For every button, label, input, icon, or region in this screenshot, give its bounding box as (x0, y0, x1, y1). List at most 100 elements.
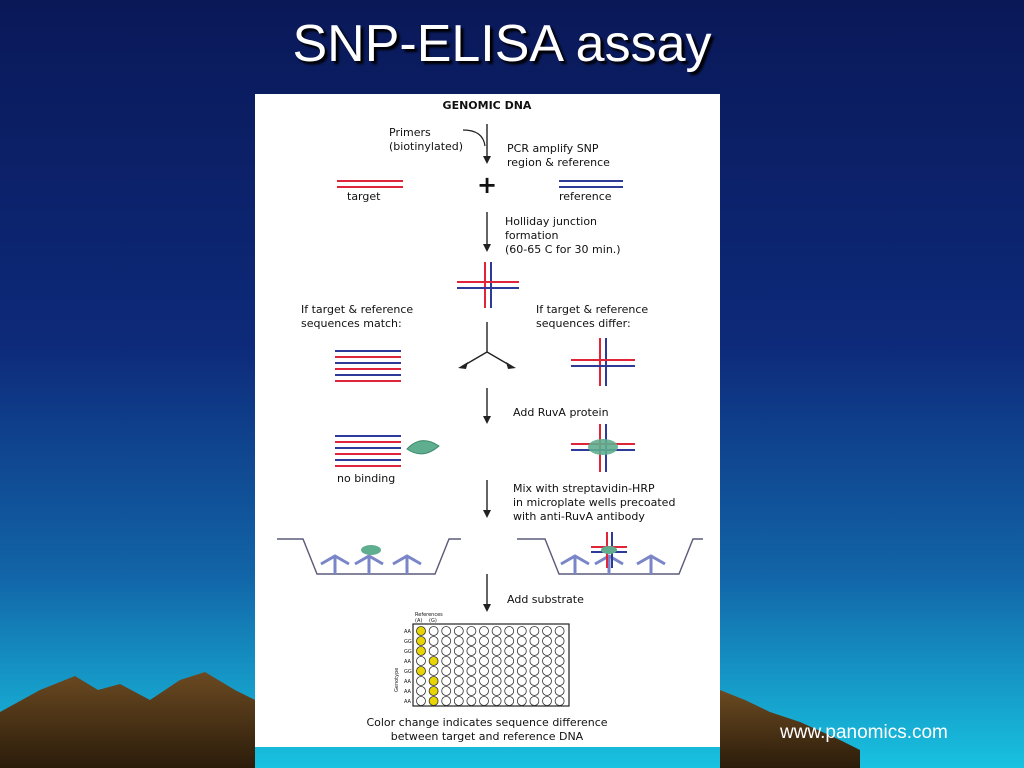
matched-duplex-no-binding (335, 435, 401, 467)
substrate-step-text: Add substrate (507, 593, 584, 606)
plate-well (516, 696, 527, 706)
differ-text-sub: sequences differ: (536, 317, 631, 330)
plate-well (416, 686, 426, 696)
plate-well (453, 626, 464, 636)
plate-well (504, 686, 515, 696)
plate-well (479, 626, 489, 636)
plate-well (529, 666, 540, 676)
plate-well (491, 696, 502, 706)
plate-row-label: AA (404, 679, 412, 685)
match-text-sub: sequences match: (301, 317, 402, 330)
plate-well (479, 656, 489, 666)
plate-well (416, 666, 426, 676)
plate-well (441, 666, 452, 676)
plate-well (453, 656, 464, 666)
slide-title: SNP-ELISA assay (292, 15, 712, 73)
plate-well (441, 626, 452, 636)
plate-well (554, 636, 565, 646)
plate-well (516, 626, 527, 636)
plate-header: References (415, 612, 443, 618)
differ-text: If target & reference (536, 303, 648, 316)
mismatched-junction (571, 338, 635, 386)
plate-well (491, 646, 502, 656)
plate-row-label: GG (404, 669, 412, 675)
plate-well (542, 666, 552, 676)
plate-well (441, 696, 452, 706)
plus-symbol: + (477, 171, 497, 199)
plate-well (516, 636, 527, 646)
plate-well (516, 676, 527, 686)
plate-well (516, 656, 527, 666)
plate-well (491, 656, 502, 666)
plate-well (491, 666, 502, 676)
plate-well (542, 646, 552, 656)
plate-well (529, 626, 540, 636)
plate-well (428, 676, 439, 686)
plate-well (504, 666, 515, 676)
plate-well (479, 636, 489, 646)
pcr-step-text-sub: region & reference (507, 156, 610, 169)
plate-well (504, 636, 515, 646)
holliday-step-text-3: (60-65 C for 30 min.) (505, 243, 621, 256)
plate-well (466, 696, 477, 706)
holliday-step-text-2: formation (505, 229, 558, 242)
plate-well (479, 666, 489, 676)
plate-well (491, 636, 502, 646)
plate-row-label: AA (404, 659, 412, 665)
plate-well (479, 686, 489, 696)
plate-well (428, 646, 439, 656)
plate-well (453, 686, 464, 696)
plate-well (554, 696, 565, 706)
plate-well (416, 656, 426, 666)
plate-well (554, 676, 565, 686)
plate-well (453, 696, 464, 706)
plate-well (428, 626, 439, 636)
plate-col-label-a: (A) (415, 618, 422, 624)
plate-well (466, 686, 477, 696)
pcr-step-text: PCR amplify SNP (507, 142, 599, 155)
plate-well (504, 656, 515, 666)
diagram-heading: GENOMIC DNA (443, 99, 532, 112)
match-text: If target & reference (301, 303, 413, 316)
plate-well (441, 646, 452, 656)
mix-step-text-3: with anti-RuvA antibody (513, 510, 645, 523)
plate-well (529, 646, 540, 656)
plate-well (529, 636, 540, 646)
plate-well (453, 666, 464, 676)
plate-row-label: AA (404, 689, 412, 695)
plate-well (554, 646, 565, 656)
plate-well (428, 696, 439, 706)
plate-well (416, 676, 426, 686)
plate-well (416, 696, 426, 706)
plate-well (529, 686, 540, 696)
plate-axis-label: Genotype (394, 668, 400, 692)
reference-label: reference (559, 190, 612, 203)
target-label: target (347, 190, 381, 203)
ruva-protein-free (406, 440, 440, 455)
plate-well (466, 676, 477, 686)
plate-well (453, 636, 464, 646)
mountains-left (0, 672, 255, 768)
holliday-junction (457, 262, 519, 308)
plate-well (542, 676, 552, 686)
plate-well (479, 696, 489, 706)
split-arrow (458, 322, 516, 369)
plate-row-label: GG (404, 649, 412, 655)
plate-row-label: AA (404, 699, 412, 705)
plate-well (542, 626, 552, 636)
plate-well (491, 676, 502, 686)
ruva-bound-junction (571, 424, 635, 472)
plate-well (441, 656, 452, 666)
plate-well (542, 686, 552, 696)
plate-well (554, 666, 565, 676)
mountains-right (720, 690, 860, 768)
plate-well (504, 696, 515, 706)
assay-diagram: GENOMIC DNA Primers (biotinylated) PCR a… (255, 94, 720, 747)
plate-well (529, 676, 540, 686)
caption-line-2: between target and reference DNA (391, 730, 584, 743)
plate-col-label-g: (G) (429, 618, 437, 624)
primers-label-sub: (biotinylated) (389, 140, 463, 153)
plate-well (542, 636, 552, 646)
microplate-well-right (517, 532, 703, 575)
